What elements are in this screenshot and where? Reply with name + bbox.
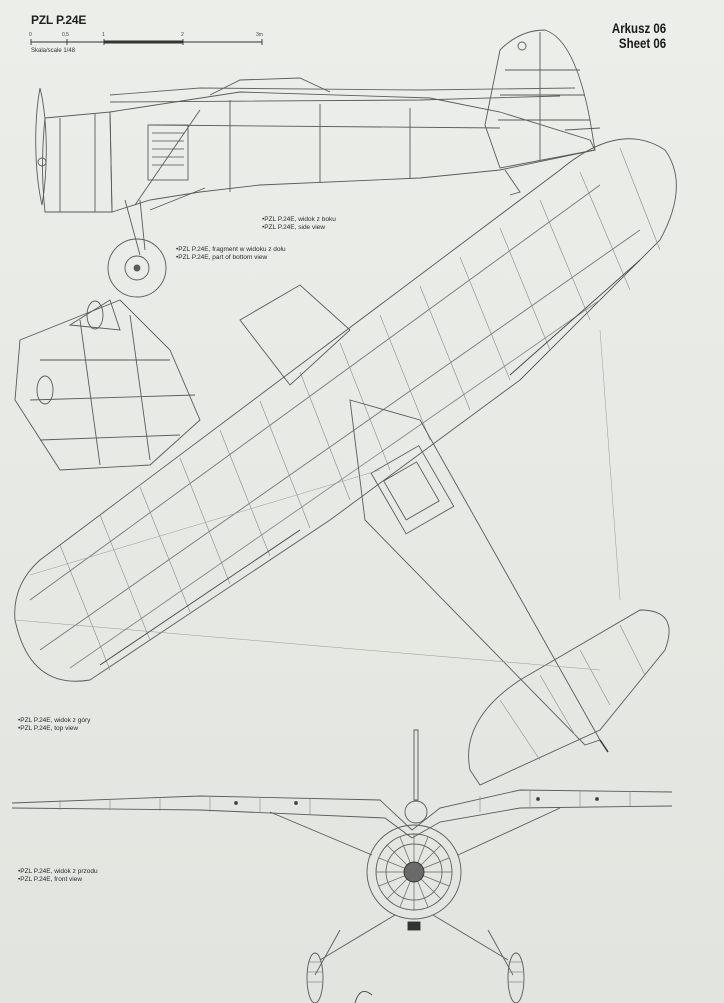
- caption-top-view-pl: PZL P.24E, widok z góry: [18, 717, 90, 725]
- top-view-drawing: [14, 138, 677, 786]
- scale-tick-4: 3m: [256, 32, 263, 38]
- caption-bottom-fragment-pl: PZL P.24E, fragment w widoku z dołu: [176, 246, 285, 254]
- caption-side-view-en: PZL P.24E, side view: [262, 224, 336, 232]
- scale-label: Skala/scale 1/48: [31, 48, 76, 54]
- caption-front-view-en: PZL P.24E, front view: [18, 876, 98, 884]
- caption-bottom-fragment: PZL P.24E, fragment w widoku z dołu PZL …: [176, 246, 286, 262]
- caption-side-view-pl: PZL P.24E, widok z boku: [262, 216, 336, 224]
- bottom-view-fragment-drawing: [14, 299, 201, 471]
- front-view-drawing: [11, 729, 673, 1003]
- scale-tick-2: 1: [102, 32, 105, 38]
- caption-top-view: PZL P.24E, widok z góry PZL P.24E, top v…: [18, 717, 90, 732]
- sheet-number-pl: Arkusz 06: [611, 20, 666, 36]
- sheet-number: Arkusz 06 Sheet 06: [612, 21, 666, 51]
- drawing-title: PZL P.24E: [31, 13, 87, 27]
- sheet-number-en: Sheet 06: [618, 35, 666, 51]
- side-view-drawing: [35, 29, 601, 298]
- scale-tick-0: 0: [29, 32, 32, 38]
- caption-side-view: PZL P.24E, widok z boku PZL P.24E, side …: [262, 216, 336, 231]
- scale-tick-1: 0,5: [62, 32, 69, 38]
- caption-bottom-fragment-en: PZL P.24E, part of bottom view: [176, 254, 286, 262]
- scale-bar: [30, 39, 263, 45]
- caption-front-view-pl: PZL P.24E, widok z przodu: [18, 868, 97, 876]
- caption-front-view: PZL P.24E, widok z przodu PZL P.24E, fro…: [18, 868, 98, 884]
- caption-top-view-en: PZL P.24E, top view: [18, 725, 90, 733]
- scale-tick-3: 2: [181, 32, 184, 38]
